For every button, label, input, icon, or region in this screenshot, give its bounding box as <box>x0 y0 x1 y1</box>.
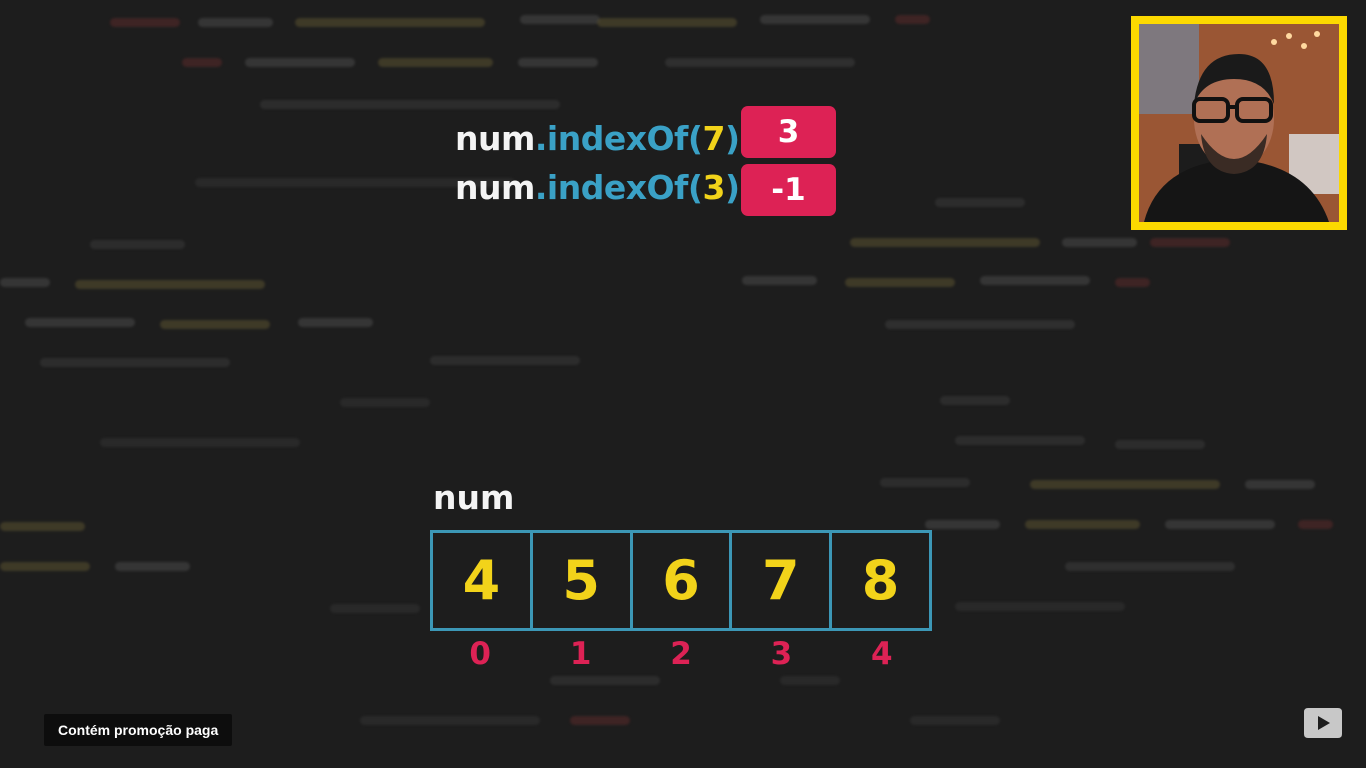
background-code-line <box>597 18 737 27</box>
background-code-line <box>90 240 185 249</box>
array-cell: 7 <box>732 533 833 628</box>
code-line-2: num.indexOf(3) <box>455 161 740 213</box>
background-code-line <box>260 100 560 109</box>
background-code-line <box>935 198 1025 207</box>
background-code-line <box>0 562 90 571</box>
background-code-line <box>1025 520 1140 529</box>
array-cell: 6 <box>633 533 733 628</box>
array-cell: 4 <box>433 533 533 628</box>
array-cell: 5 <box>533 533 633 628</box>
array-index: 2 <box>670 636 692 672</box>
background-code-line <box>880 478 970 487</box>
code-argument: 7 <box>702 118 726 158</box>
background-code-line <box>760 15 870 24</box>
background-code-line <box>1062 238 1137 247</box>
background-code-line <box>1065 562 1235 571</box>
background-code-line <box>182 58 222 67</box>
presenter-video-icon <box>1139 24 1339 222</box>
background-code-line <box>378 58 493 67</box>
background-code-line <box>1150 238 1230 247</box>
background-code-line <box>570 716 630 725</box>
code-paren: ) <box>724 167 740 207</box>
code-argument: 3 <box>702 167 726 207</box>
code-object: num <box>455 118 535 158</box>
background-code-line <box>845 278 955 287</box>
array-index: 0 <box>469 636 491 672</box>
background-code-line <box>75 280 265 289</box>
array-name-label: num <box>433 478 515 517</box>
code-object: num <box>455 167 535 207</box>
background-code-line <box>340 398 430 407</box>
array-diagram: 4 5 6 7 8 <box>430 530 932 631</box>
background-code-line <box>955 436 1085 445</box>
result-badge-1: 3 <box>741 106 836 158</box>
background-code-line <box>40 358 230 367</box>
background-code-line <box>665 58 855 67</box>
background-code-line <box>0 278 50 287</box>
paid-promotion-label[interactable]: Contém promoção paga <box>44 714 233 746</box>
background-code-line <box>295 18 485 27</box>
background-code-line <box>160 320 270 329</box>
background-code-line <box>1115 440 1205 449</box>
background-code-line <box>1298 520 1333 529</box>
background-code-line <box>910 716 1000 725</box>
background-code-line <box>1115 278 1150 287</box>
background-code-line <box>330 604 420 613</box>
background-code-line <box>940 396 1010 405</box>
background-code-line <box>1030 480 1220 489</box>
background-code-line <box>25 318 135 327</box>
presenter-webcam <box>1131 16 1347 230</box>
code-line-1: num.indexOf(7) <box>455 112 740 164</box>
array-index: 4 <box>871 636 893 672</box>
code-paren: ) <box>724 118 740 158</box>
background-code-line <box>955 602 1125 611</box>
background-code-line <box>1165 520 1275 529</box>
array-index: 1 <box>569 636 592 672</box>
background-code-line <box>360 716 540 725</box>
background-code-line <box>780 676 840 685</box>
background-code-line <box>550 676 660 685</box>
background-code-line <box>195 178 515 187</box>
background-code-line <box>110 18 180 27</box>
background-code-line <box>198 18 273 27</box>
background-code-line <box>100 438 300 447</box>
code-expression-2: num.indexOf(3) <box>455 168 740 207</box>
code-expression-1: num.indexOf(7) <box>455 119 740 158</box>
background-code-line <box>430 356 580 365</box>
youtube-icon[interactable] <box>1302 706 1344 740</box>
background-code-line <box>742 276 817 285</box>
background-code-line <box>520 15 600 24</box>
background-code-line <box>1245 480 1315 489</box>
array-cell: 8 <box>861 549 900 612</box>
background-code-line <box>115 562 190 571</box>
background-code-line <box>245 58 355 67</box>
background-code-line <box>885 320 1075 329</box>
background-code-line <box>980 276 1090 285</box>
code-method: .indexOf( <box>534 167 703 207</box>
result-badge-2: -1 <box>741 164 836 216</box>
background-code-line <box>298 318 373 327</box>
array-index: 3 <box>770 636 793 672</box>
background-code-line <box>0 522 85 531</box>
background-code-line <box>518 58 598 67</box>
background-code-line <box>925 520 1000 529</box>
array-indices: 0 1 2 3 4 <box>430 636 932 672</box>
background-code-line <box>850 238 1040 247</box>
background-code-line <box>895 15 930 24</box>
code-method: .indexOf( <box>534 118 703 158</box>
